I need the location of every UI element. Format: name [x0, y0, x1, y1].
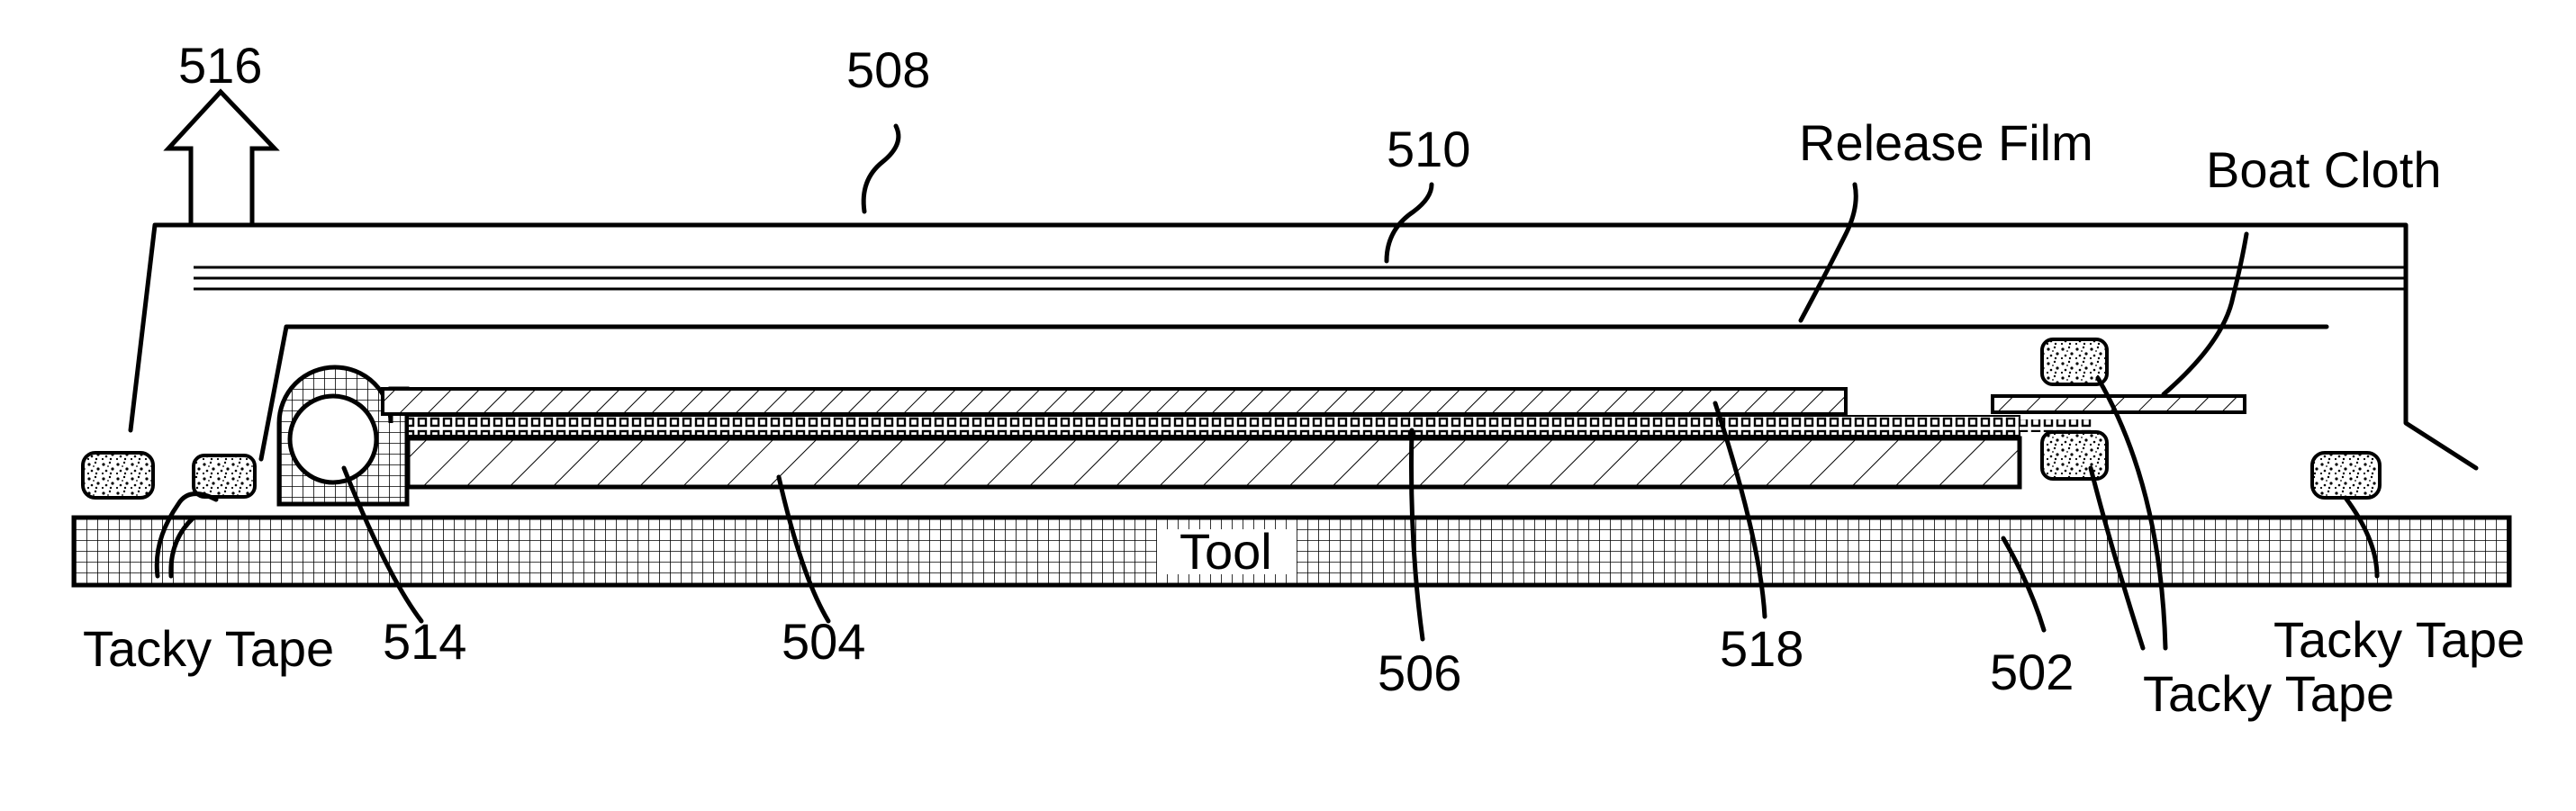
tacky-tape-left [194, 455, 255, 497]
label-boat-cloth: Boat Cloth [2206, 141, 2442, 198]
vacuum-port-arrow-516 [168, 92, 275, 225]
label-504: 504 [782, 613, 865, 670]
label-510: 510 [1387, 121, 1470, 177]
label-502: 502 [1990, 644, 2074, 700]
breather-layer-510 [194, 267, 2406, 289]
peel-ply-extension [2020, 419, 2092, 432]
peel-ply-506 [408, 416, 2020, 436]
label-508: 508 [846, 41, 930, 98]
part-laminate-504 [408, 438, 2020, 487]
tacky-tape-far-left [83, 453, 153, 498]
tacky-tape-far-right [2312, 453, 2380, 498]
label-tacky-tape-right: Tacky Tape [2273, 611, 2525, 668]
label-518: 518 [1720, 620, 1803, 677]
caul-plate-518 [383, 389, 1846, 414]
label-506: 506 [1378, 644, 1461, 701]
boat-cloth-strip [1993, 396, 2245, 412]
label-516: 516 [178, 37, 262, 94]
label-tool: Tool [1180, 523, 1272, 580]
label-tacky-tape-left: Tacky Tape [83, 620, 334, 677]
tacky-tape-lower-right [2042, 432, 2107, 479]
label-release-film: Release Film [1799, 114, 2093, 171]
tool-plate [74, 518, 2509, 585]
label-tacky-tape-center-right: Tacky Tape [2143, 665, 2394, 722]
label-514: 514 [383, 613, 466, 670]
